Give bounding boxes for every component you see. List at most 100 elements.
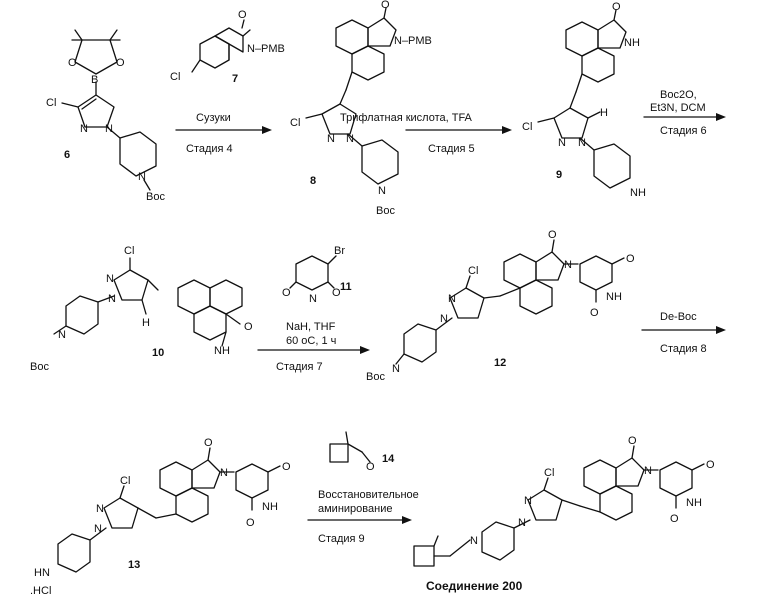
compound-number-10: 10 [152, 347, 164, 359]
atom-hn: HN [34, 567, 50, 579]
atom-cl: Cl [120, 475, 130, 487]
atom-o: O [204, 437, 213, 449]
atom-h: H [600, 107, 608, 119]
step9-label: Стадия 9 [318, 533, 365, 545]
atom-boc: Boc [366, 371, 385, 383]
atom-n: N [309, 293, 317, 305]
atom-pmb: N–PMB [247, 43, 285, 55]
atom-nh: NH [214, 345, 230, 357]
arrowhead-icon [716, 326, 726, 334]
compound-6 [62, 30, 156, 176]
atom-cl: Cl [170, 71, 180, 83]
atom-n: N [564, 259, 572, 271]
atom-nh: NH [686, 497, 702, 509]
arrowhead-icon [262, 126, 272, 134]
step8-reagent: De-Boc [660, 311, 697, 323]
compound-number-12: 12 [494, 357, 506, 369]
atom-o: O [626, 253, 635, 265]
atom-cl: Cl [46, 97, 56, 109]
compound-7 [192, 20, 250, 72]
atom-o: O [244, 321, 253, 333]
step7-reagent-2: 60 oC, 1 ч [286, 335, 336, 347]
atom-cl: Cl [522, 121, 532, 133]
atom-cl: Cl [124, 245, 134, 257]
atom-nh: NH [606, 291, 622, 303]
atom-b: B [91, 74, 98, 86]
step7-reagent-1: NaH, THF [286, 321, 336, 333]
step5-reagent: Трифлатная кислота, TFA [340, 112, 473, 124]
step5-label: Стадия 5 [428, 143, 475, 155]
arrowhead-icon [402, 516, 412, 524]
atom-n: N [80, 123, 88, 135]
atom-n: N [392, 363, 400, 375]
arrowhead-icon [716, 113, 726, 121]
atom-n: N [58, 329, 66, 341]
atom-n: N [518, 517, 526, 529]
atom-n: N [644, 465, 652, 477]
compound-200-label: Соединение 200 [426, 579, 523, 593]
step9-reagent-1: Восстановительное [318, 489, 419, 501]
step6-reagent-2: Et3N, DCM [650, 102, 706, 114]
atom-n: N [470, 535, 478, 547]
atom-n: N [524, 495, 532, 507]
atom-nh: NH [630, 187, 646, 199]
atom-n: N [378, 185, 386, 197]
atom-n: N [106, 273, 114, 285]
atom-n: N [220, 467, 228, 479]
atom-o: O [238, 9, 247, 21]
atom-o: O [612, 1, 621, 13]
atom-h: H [142, 317, 150, 329]
atom-br: Br [334, 245, 345, 257]
atom-o: O [246, 517, 255, 529]
atom-o: O [116, 57, 125, 69]
compound-number-7: 7 [232, 73, 238, 85]
atom-o: O [282, 461, 291, 473]
atom-o: O [282, 287, 291, 299]
atom-n: N [108, 293, 116, 305]
atom-boc: Boc [376, 205, 395, 217]
compound-number-8: 8 [310, 175, 316, 187]
atom-nh: NH [262, 501, 278, 513]
compound-12 [396, 240, 624, 364]
atom-n: N [558, 137, 566, 149]
compound-number-9: 9 [556, 169, 562, 181]
compound-9 [538, 10, 630, 188]
compound-8 [306, 8, 398, 184]
atom-n: N [327, 133, 335, 145]
atom-o: O [366, 461, 375, 473]
step8-label: Стадия 8 [660, 343, 707, 355]
atom-boc: Boc [30, 361, 49, 373]
atom-o: O [548, 229, 557, 241]
compound-10 [54, 258, 242, 346]
step7-label: Стадия 7 [276, 361, 323, 373]
atom-n: N [105, 123, 113, 135]
atom-n: N [96, 503, 104, 515]
atom-n: N [578, 137, 586, 149]
compound-11 [290, 256, 336, 290]
step4-label: Стадия 4 [186, 143, 233, 155]
step6-reagent-1: Boc2O, [660, 89, 697, 101]
atom-nh: NH [624, 37, 640, 49]
atom-o: O [68, 57, 77, 69]
arrowhead-icon [502, 126, 512, 134]
atom-hcl: .HCl [30, 585, 51, 597]
atom-n: N [448, 293, 456, 305]
step9-reagent-2: аминирование [318, 503, 392, 515]
atom-n: N [440, 313, 448, 325]
atom-cl: Cl [468, 265, 478, 277]
atom-boc: Boc [146, 191, 165, 203]
atom-cl: Cl [290, 117, 300, 129]
compound-13 [58, 448, 280, 572]
atom-o: O [670, 513, 679, 525]
compound-200 [414, 446, 704, 566]
arrowhead-icon [360, 346, 370, 354]
atom-o: O [706, 459, 715, 471]
compound-14 [330, 432, 370, 462]
compound-number-6: 6 [64, 149, 70, 161]
compound-number-11: 11 [340, 281, 352, 293]
compound-number-14: 14 [382, 453, 395, 465]
atom-n: N [346, 133, 354, 145]
step6-label: Стадия 6 [660, 125, 707, 137]
atom-o: O [381, 0, 390, 11]
